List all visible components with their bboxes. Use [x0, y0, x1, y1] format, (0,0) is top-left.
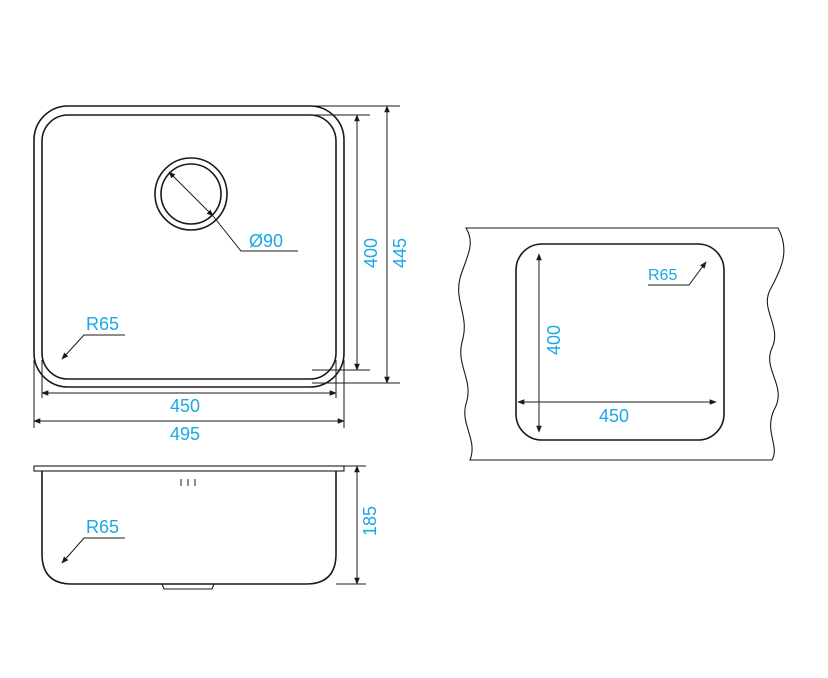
sink-bowl-outline: [41, 114, 337, 380]
drain-leader: [212, 215, 298, 252]
side-rim: [33, 465, 345, 472]
drain-diameter-label: Ø90: [249, 231, 283, 251]
sink-rim-outline: [33, 105, 345, 388]
countertop-outline: [458, 227, 785, 461]
radius-label-side: R65: [86, 517, 119, 537]
side-bowl-outline: [41, 471, 337, 585]
radius-leader-side: [61, 537, 125, 564]
height-label: 185: [360, 506, 380, 536]
inner-width-label: 450: [170, 396, 200, 416]
radius-label-top: R65: [86, 314, 119, 334]
drain-outer-circle: [154, 157, 228, 231]
radius-leader-top: [61, 334, 125, 360]
radius-label-cutout: R65: [648, 267, 677, 284]
cutout-width-label: 450: [599, 406, 629, 426]
radius-leader-cutout: [648, 261, 707, 286]
side-view: R65 185: [33, 465, 380, 590]
cutout-view: R65 400 450: [458, 227, 785, 461]
inner-depth-label: 400: [361, 238, 381, 268]
top-view: Ø90 R65 450 495 400 445: [33, 105, 410, 444]
overflow-slots: [180, 479, 196, 486]
cutout-opening: [515, 243, 725, 441]
side-drain-outlet: [161, 583, 215, 590]
outer-depth-label: 445: [390, 238, 410, 268]
drain-inner-circle: [160, 163, 222, 225]
cutout-depth-label: 400: [544, 325, 564, 355]
outer-width-label: 495: [170, 424, 200, 444]
drain-diameter-line: [168, 171, 214, 217]
